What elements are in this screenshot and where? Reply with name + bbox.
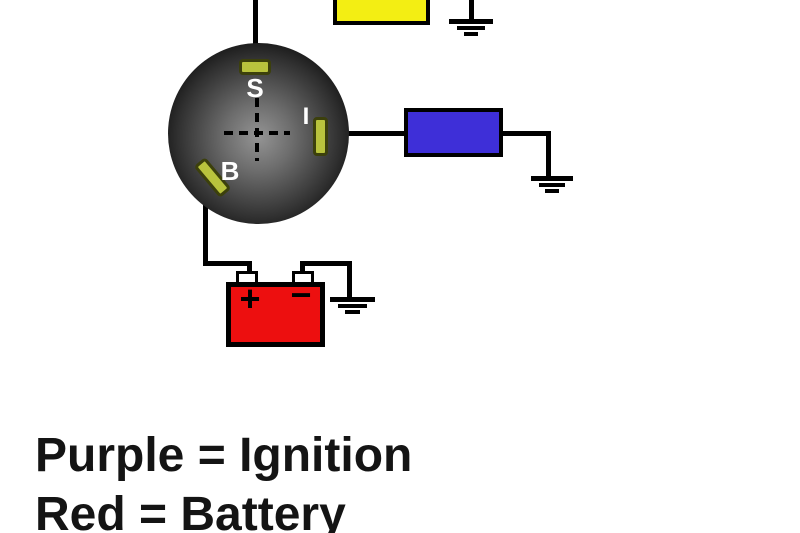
terminal-s-label: S	[246, 73, 264, 103]
wire-purple-to-ground-h	[503, 131, 551, 136]
wire-switch-to-battery-v	[203, 198, 208, 266]
wire-switch-to-battery-h	[203, 261, 252, 266]
wire-battery-positive-stub	[247, 261, 252, 274]
legend-purple-ignition: Purple = Ignition	[35, 429, 413, 482]
terminal-b-label: B	[220, 156, 240, 186]
wire-purple-to-ground-v	[546, 131, 551, 178]
ground-icon-top	[449, 19, 493, 36]
crosshair-icon	[255, 98, 259, 161]
wire-top-ground-stem	[469, 0, 474, 21]
legend-red-battery: Red = Battery	[35, 488, 346, 533]
wire-switch-to-purple	[344, 131, 404, 136]
ground-icon-bottom	[330, 297, 375, 314]
terminal-i	[313, 117, 328, 156]
terminal-s	[239, 59, 271, 75]
battery	[226, 282, 325, 347]
purple-ignition-component	[404, 108, 503, 157]
wire-battery-negative-stub	[300, 262, 305, 273]
ground-icon-right	[531, 176, 573, 193]
yellow-component	[333, 0, 430, 25]
battery-plus-symbol: +	[239, 278, 261, 319]
wire-battery-to-ground-h	[300, 261, 352, 266]
terminal-i-label: I	[302, 103, 310, 130]
battery-minus-symbol: −	[290, 274, 312, 315]
wire-switch-top	[253, 0, 258, 50]
wire-battery-to-ground-v	[347, 261, 352, 298]
